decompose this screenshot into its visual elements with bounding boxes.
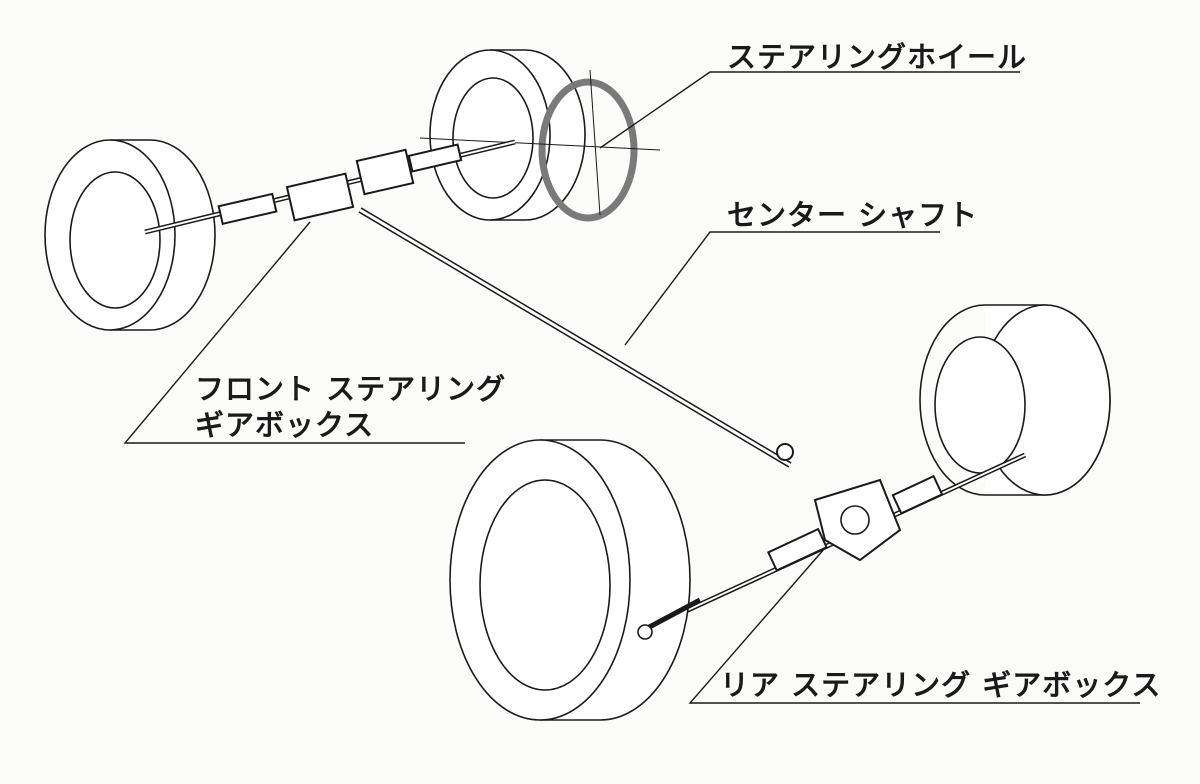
label-rear-gearbox: リア ステアリング ギアボックス	[720, 668, 1162, 702]
rear-steering-gearbox-drawing	[638, 443, 1027, 635]
label-front-gearbox-line2: ギアボックス	[195, 408, 375, 442]
front-left-wheel	[44, 139, 216, 331]
leader-lines	[123, 71, 1140, 704]
label-front-gearbox-line1: フロント ステアリング	[195, 372, 507, 406]
front-right-wheel	[429, 49, 586, 221]
rear-left-wheel	[449, 439, 702, 721]
steering-wheel-ring	[419, 69, 661, 222]
rear-right-wheel	[919, 304, 1111, 496]
label-steering-wheel: ステアリングホイール	[727, 40, 1028, 74]
front-steering-gearbox-drawing	[144, 139, 516, 235]
center-shaft-drawing	[358, 207, 792, 468]
label-center-shaft: センター シャフト	[727, 198, 979, 232]
